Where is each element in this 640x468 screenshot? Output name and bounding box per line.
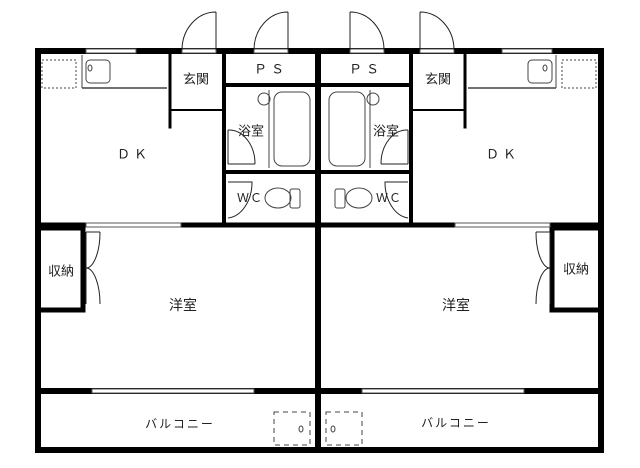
room-label-wc-left: ＷＣ xyxy=(236,191,264,205)
room-label-balcony-left: バルコニー xyxy=(145,417,215,431)
room-label-dk-right: ＤＫ xyxy=(485,147,521,163)
room-label-ps-right: ＰＳ xyxy=(348,62,384,78)
room-label-balcony-right: バルコニー xyxy=(421,416,491,430)
room-label-dk-left: ＤＫ xyxy=(116,147,152,163)
room-label-bath-left: 浴室 xyxy=(237,124,265,140)
room-label-storage-left: 収納 xyxy=(47,264,75,280)
room-label-western-room-left: 洋室 xyxy=(169,298,197,314)
room-label-genkan-right: 玄関 xyxy=(424,72,452,88)
room-label-wc-right: ＷＣ xyxy=(375,191,403,205)
room-label-ps-left: ＰＳ xyxy=(253,62,289,78)
room-label-bath-right: 浴室 xyxy=(372,124,400,140)
room-label-genkan-left: 玄関 xyxy=(182,72,210,88)
room-label-western-room-right: 洋室 xyxy=(442,298,470,314)
room-label-storage-right: 収納 xyxy=(562,262,590,278)
